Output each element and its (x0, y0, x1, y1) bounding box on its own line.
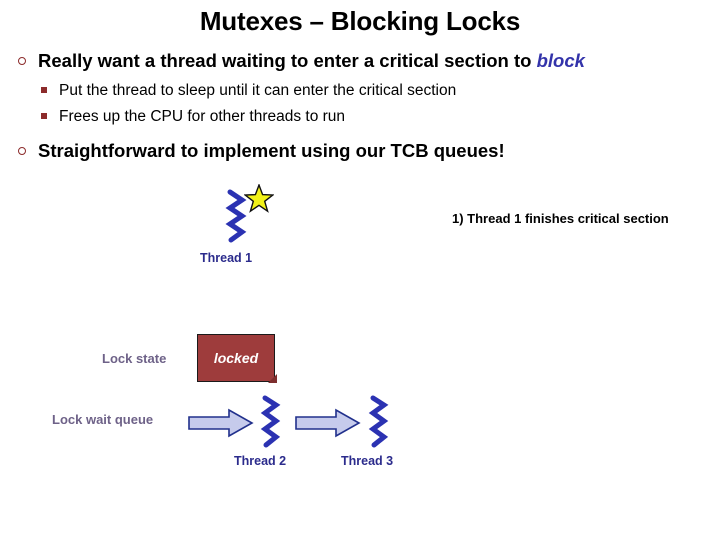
star-icon (244, 184, 274, 213)
list-item: Put the thread to sleep until it can ent… (0, 78, 720, 103)
queue-arrow-1-icon (188, 408, 254, 438)
lock-state-label: Lock state (102, 351, 167, 366)
thread3-squiggle-icon (368, 395, 389, 448)
thread3-label: Thread 3 (341, 454, 394, 468)
bullet-text-main: Really want a thread waiting to enter a … (38, 50, 537, 71)
bullet-list: Really want a thread waiting to enter a … (0, 47, 720, 165)
bullet-text: Frees up the CPU for other threads to ru… (59, 108, 346, 125)
page-title: Mutexes – Blocking Locks (199, 6, 521, 36)
square-bullet-icon (41, 81, 59, 97)
lock-state-value: locked (213, 350, 259, 366)
bullet-text: Straightforward to implement using our T… (38, 140, 505, 161)
lock-state-box: locked (197, 334, 275, 382)
hollow-circle-bullet-icon (18, 143, 38, 158)
list-item: Straightforward to implement using our T… (0, 137, 720, 164)
thread2-label: Thread 2 (234, 454, 287, 468)
thread2-squiggle-icon (260, 395, 281, 448)
annotation-step-1: 1) Thread 1 finishes critical section (452, 211, 669, 226)
hollow-circle-bullet-icon (18, 53, 38, 68)
thread1-squiggle-icon (225, 189, 247, 243)
lock-state-box-fold-corner (268, 374, 277, 383)
bullet-text: Put the thread to sleep until it can ent… (59, 82, 457, 99)
thread1-label: Thread 1 (200, 251, 253, 265)
keyword-block: block (536, 50, 585, 71)
lock-wait-queue-label: Lock wait queue (52, 412, 154, 427)
queue-arrow-2-icon (295, 408, 361, 438)
list-item: Frees up the CPU for other threads to ru… (0, 104, 720, 129)
bullet-text: Really want a thread waiting to enter a … (38, 47, 585, 74)
list-item: Really want a thread waiting to enter a … (0, 47, 720, 74)
square-bullet-icon (41, 107, 59, 123)
